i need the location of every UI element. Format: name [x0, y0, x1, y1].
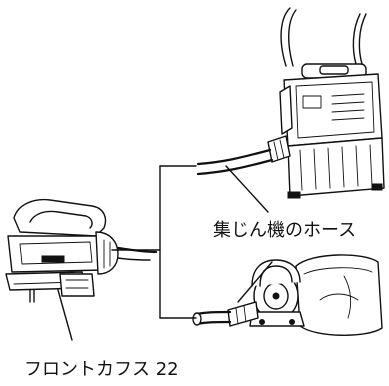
- dust-collector-bag-icon: [227, 254, 383, 336]
- front-cuffs-leader-line: [57, 289, 73, 341]
- front-cuffs-label: フロントカフス 22: [24, 359, 179, 380]
- dust-collector-upright-icon: [267, 7, 385, 199]
- lower-hose: [192, 310, 232, 326]
- upper-hose: [196, 148, 274, 176]
- jigsaw-tool-icon: [5, 198, 158, 303]
- hose-leader-line: [225, 165, 269, 213]
- hose-label: 集じん機のホース: [213, 220, 356, 241]
- hose-leader-line-lower: [237, 261, 273, 303]
- connection-bracket: [111, 165, 197, 319]
